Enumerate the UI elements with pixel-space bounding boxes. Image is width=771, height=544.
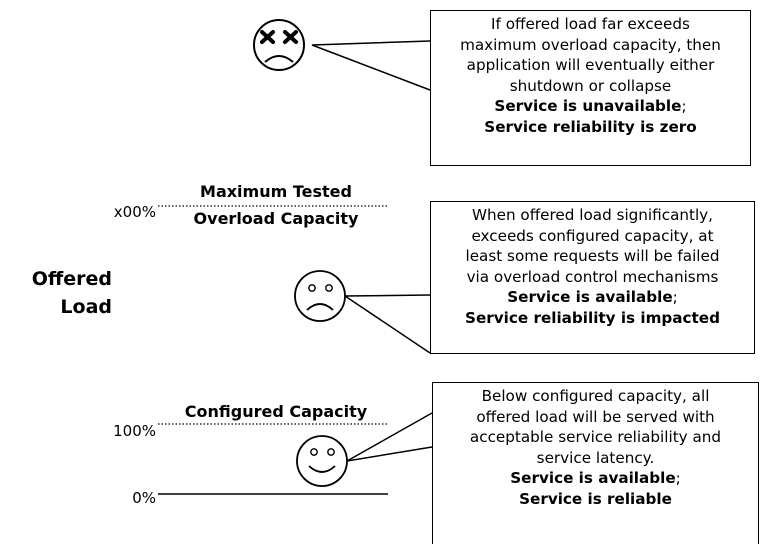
- callout-status-line: Service is reliable: [519, 489, 672, 508]
- x00-percent-label: x00%: [113, 203, 156, 221]
- callout-text-line: offered load will be served with: [476, 407, 715, 426]
- max-tested-label-line2: Overload Capacity: [193, 209, 359, 228]
- callout-text-line: maximum overload capacity, then: [460, 35, 721, 54]
- unavailable-callout-box: If offered load far exceeds maximum over…: [430, 10, 751, 166]
- configured-capacity-label: Configured Capacity: [184, 402, 368, 421]
- middle-callout-pointer: [342, 294, 431, 354]
- impacted-callout-box: When offered load significantly, exceeds…: [430, 201, 755, 354]
- status-separator: ;: [675, 469, 681, 487]
- callout-text-line: via overload control mechanisms: [466, 267, 719, 286]
- top-callout-pointer: [311, 40, 431, 91]
- callout-status-line: Service is unavailable;: [435, 96, 746, 117]
- offered-load-line2: Load: [60, 296, 112, 318]
- callout-status-line: Service reliability is zero: [484, 117, 697, 136]
- callout-text-line: least some requests will be failed: [465, 247, 720, 265]
- offered-load-line1: Offered: [31, 268, 112, 290]
- max-tested-label-line1: Maximum Tested: [200, 182, 352, 201]
- reliable-callout-box: Below configured capacity, all offered l…: [432, 382, 759, 544]
- callout-text-line: When offered load significantly,: [471, 206, 713, 224]
- hundred-percent-label: 100%: [113, 422, 156, 440]
- status-text: Service is available: [507, 288, 673, 306]
- callout-text-line: Below configured capacity, all: [481, 387, 710, 405]
- callout-text-line: exceeds configured capacity, at: [471, 226, 714, 245]
- sad-face-icon: [294, 270, 346, 322]
- zero-percent-label: 0%: [132, 489, 156, 507]
- callout-text-line: shutdown or collapse: [509, 76, 672, 95]
- callout-text-line: service latency.: [536, 448, 655, 467]
- offered-load-label: Offered Load: [0, 265, 112, 321]
- status-separator: ;: [681, 97, 687, 115]
- callout-text-line: application will eventually either: [466, 56, 715, 74]
- status-text: Service is unavailable: [494, 97, 682, 115]
- callout-status-line: Service is available;: [435, 287, 750, 308]
- callout-status-line: Service is available;: [437, 468, 754, 489]
- dead-face-icon: [253, 19, 305, 71]
- callout-text-line: acceptable service reliability and: [469, 428, 722, 446]
- status-text: Service is available: [510, 469, 676, 487]
- status-separator: ;: [672, 288, 678, 306]
- callout-status-line: Service reliability is impacted: [465, 308, 720, 327]
- callout-text-line: If offered load far exceeds: [491, 15, 690, 33]
- happy-face-icon: [296, 435, 348, 487]
